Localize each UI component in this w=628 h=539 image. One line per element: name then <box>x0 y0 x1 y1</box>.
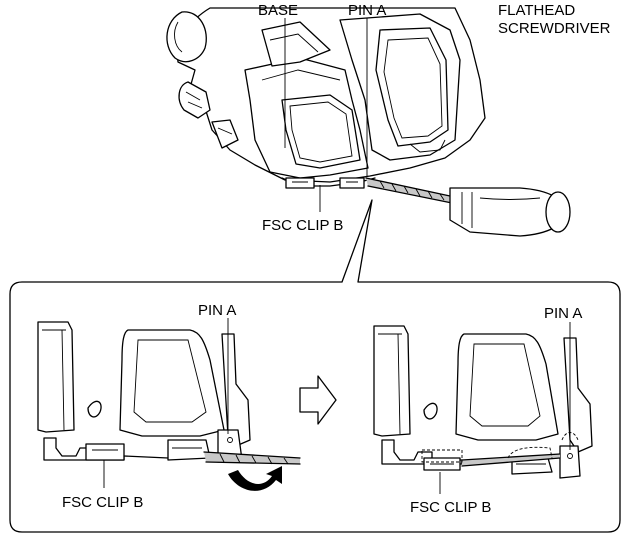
fsc-clip-b-right-label: FSC CLIP B <box>410 499 491 516</box>
pin-a-right-label: PIN A <box>544 305 582 322</box>
base-label: BASE <box>258 2 298 19</box>
top-illustration <box>166 7 571 237</box>
pin-a-left-label: PIN A <box>198 302 236 319</box>
left-detail-view <box>37 321 301 491</box>
screwdriver-label-line2: SCREWDRIVER <box>498 20 611 37</box>
screwdriver-label-line1: FLATHEAD <box>498 2 575 19</box>
right-arrow-icon <box>299 375 337 425</box>
detail-callout-box <box>9 199 621 533</box>
curved-arrow-icon <box>228 466 282 491</box>
fsc-clip-b-left-label: FSC CLIP B <box>62 494 143 511</box>
fsc-clip-b-top-label: FSC CLIP B <box>262 217 343 234</box>
pin-a-top-label: PIN A <box>348 2 386 19</box>
right-detail-view <box>373 325 593 479</box>
